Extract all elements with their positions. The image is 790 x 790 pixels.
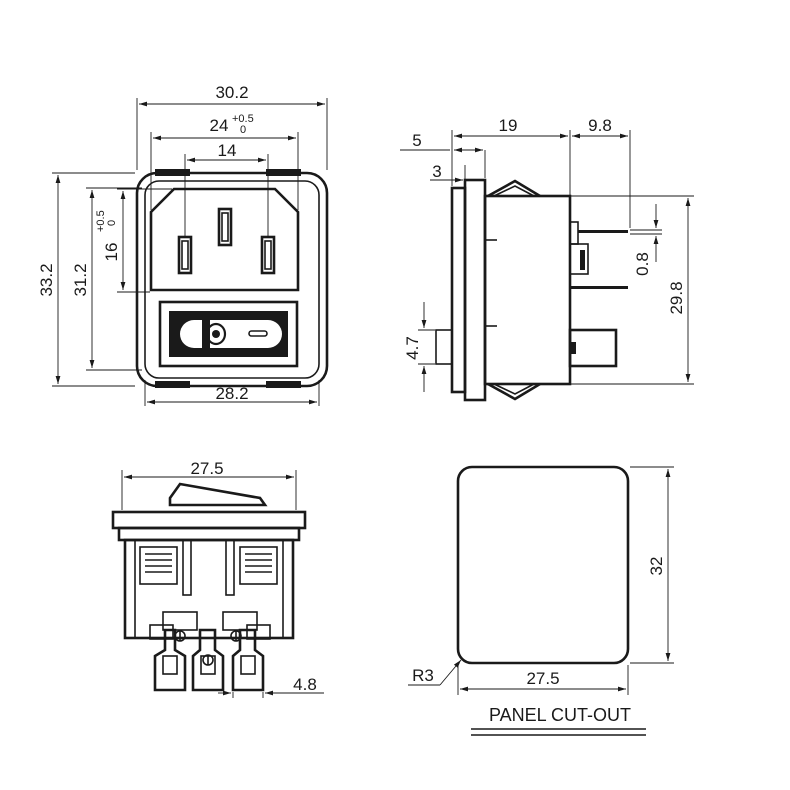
- dim-front-socket-width: 24: [210, 116, 229, 135]
- side-view: 5 19 9.8 3 0.8 29.8 4.7: [400, 116, 694, 402]
- front-view: 30.2 24 +0.5 0 14 33.2 31.2 16 +0.5 0: [37, 83, 329, 406]
- switch-on-symbol: [248, 330, 268, 337]
- dim-side-body-height: 29.8: [667, 281, 686, 314]
- side-terminal-top: [578, 230, 628, 233]
- bottom-contact-left: [139, 546, 178, 585]
- pin-left-inner: [181, 240, 189, 270]
- switch-off-dot: [212, 330, 220, 338]
- cutout-title: PANEL CUT-OUT: [489, 705, 631, 725]
- dim-cutout-radius: R3: [412, 666, 434, 685]
- iec-socket-outline: [149, 187, 300, 292]
- bottom-contact-right: [239, 546, 278, 585]
- panel-cutout-view: 32 27.5 R3 PANEL CUT-OUT: [408, 465, 674, 736]
- side-body: [483, 194, 572, 386]
- bottom-body: [123, 538, 295, 640]
- dim-front-socket-width-tol-lower: 0: [240, 124, 246, 136]
- pin-right-inner: [264, 240, 272, 270]
- dim-side-body-depth: 19: [499, 116, 518, 135]
- front-clip-tl: [155, 169, 190, 176]
- side-bezel: [463, 178, 487, 402]
- side-clip-bottom: [487, 382, 541, 401]
- side-terminal-mid: [570, 286, 628, 289]
- dim-side-terminal-thickness: 0.8: [633, 252, 652, 276]
- dim-front-width-bottom: 28.2: [215, 384, 248, 403]
- side-flange: [450, 186, 467, 394]
- front-outer-body: [135, 171, 329, 388]
- bottom-terminal-mid: [191, 628, 225, 692]
- pin-earth: [217, 207, 233, 247]
- side-terminal-lower: [568, 328, 618, 368]
- front-clip-br: [266, 381, 301, 388]
- bottom-view: 27.5 4.8: [111, 459, 324, 698]
- bottom-rocker: [168, 482, 268, 507]
- dim-side-switch-height: 4.7: [403, 336, 422, 360]
- dim-side-flange-thickness: 3: [432, 162, 441, 181]
- dim-front-socket-width-tol-upper: +0.5: [232, 113, 254, 125]
- dim-cutout-width: 27.5: [526, 669, 559, 688]
- cutout-outline: [456, 465, 630, 665]
- dim-cutout-height: 32: [647, 557, 666, 576]
- dim-bottom-terminal-width: 4.8: [293, 675, 317, 694]
- rocker-divider: [202, 320, 210, 348]
- pin-left: [177, 235, 193, 275]
- dim-front-height-overall: 33.2: [37, 263, 56, 296]
- dim-side-flange-depth: 5: [412, 131, 421, 150]
- side-rocker-knob: [435, 329, 453, 365]
- rocker-switch-bezel: [158, 300, 299, 368]
- dim-front-socket-height-tol-lower: 0: [106, 220, 118, 226]
- front-inner-frame: [144, 180, 320, 379]
- dim-front-width-overall: 30.2: [215, 83, 248, 102]
- dim-bottom-width: 27.5: [190, 459, 223, 478]
- dim-front-socket-height: 16: [102, 243, 121, 262]
- bottom-terminal-right: [231, 628, 265, 692]
- dim-side-terminal-depth: 9.8: [588, 116, 612, 135]
- dim-front-pin-spacing: 14: [218, 141, 237, 160]
- dim-front-height-body: 31.2: [71, 263, 90, 296]
- bottom-flange: [111, 510, 307, 530]
- side-clip-top: [487, 179, 541, 198]
- front-clip-bl: [155, 381, 190, 388]
- pin-earth-inner: [221, 212, 229, 242]
- front-clip-tr: [266, 169, 301, 176]
- bottom-bezel: [117, 526, 301, 542]
- pin-right: [260, 235, 276, 275]
- dim-front-socket-height-tol-upper: +0.5: [95, 210, 107, 232]
